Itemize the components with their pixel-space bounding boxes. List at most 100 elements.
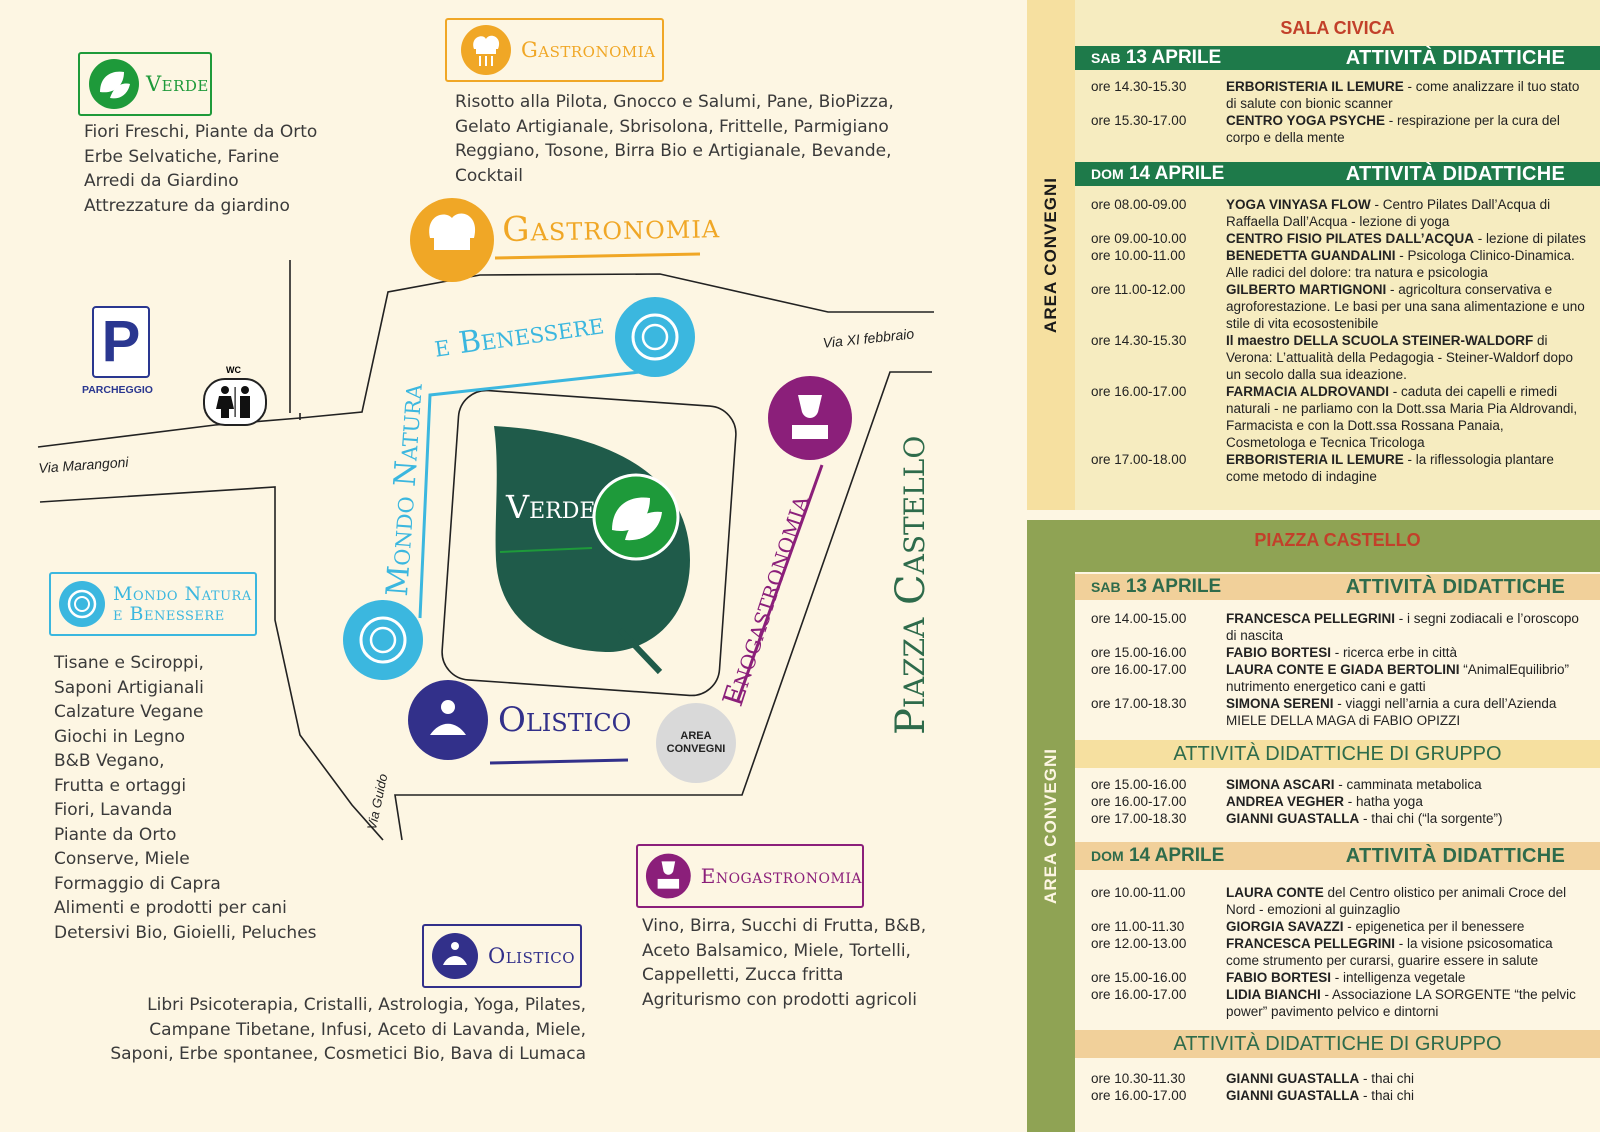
schedule-description: GIANNI GUASTALLA - thai chi (“la sorgent… <box>1226 810 1600 827</box>
piazza-castello-section: AREA CONVEGNI PIAZZA CASTELLO SAB 13 APR… <box>1027 520 1600 1132</box>
zone-label-gastronomia: Gastronomia <box>502 206 721 250</box>
schedule-time: ore 17.00-18.00 <box>1091 452 1187 467</box>
eno-products: Vino, Birra, Succhi di Frutta, B&B, Acet… <box>642 916 927 1010</box>
gastronomia-badge: Gastronomia <box>445 18 664 82</box>
schedule-speaker: FABIO BORTESI <box>1226 970 1332 985</box>
schedule-topic: - ricerca erbe in città <box>1331 645 1458 660</box>
schedule-description: SIMONA ASCARI - camminata metabolica <box>1226 776 1600 793</box>
sala-dom-date: 14 APRILE <box>1128 163 1225 184</box>
schedule-time: ore 15.00-16.00 <box>1091 645 1187 660</box>
schedule-description: LIDIA BIANCHI - Associazione LA SORGENTE… <box>1226 986 1600 1020</box>
schedule-description: FRANCESCA PELLEGRINI - i segni zodiacali… <box>1226 610 1600 644</box>
schedule-row: ore 16.00-17.00 LAURA CONTE E GIADA BERTO… <box>1075 661 1600 695</box>
schedule-row: ore 15.00-16.00 FABIO BORTESI - intellige… <box>1075 969 1600 986</box>
schedule-time: ore 16.00-17.00 <box>1091 987 1187 1002</box>
schedule-description: GIANNI GUASTALLA - thai chi <box>1226 1070 1600 1087</box>
schedule-speaker: GIANNI GUASTALLA <box>1226 811 1360 826</box>
schedule-description: ANDREA VEGHER - hatha yoga <box>1226 793 1600 810</box>
meditation-icon <box>432 933 478 979</box>
mondo-zone-circle-top <box>615 297 695 377</box>
schedule-topic: - thai chi <box>1359 1071 1415 1086</box>
restroom-icon <box>216 386 250 418</box>
schedule-row: ore 14.00-15.00 FRANCESCA PELLEGRINI - i … <box>1075 610 1600 644</box>
piazza-dom-date: 14 APRILE <box>1128 845 1225 866</box>
leaf-stem <box>617 627 663 675</box>
sala-dom-heading: ATTIVITÀ DIDATTICHE <box>1345 162 1566 185</box>
schedule-topic: di Verona: L’attualità della Pedagogia -… <box>1226 333 1573 382</box>
verde-badge-label: Verde <box>146 72 209 96</box>
eno-badge-label: Enogastronomia <box>700 864 862 888</box>
verde-products: Fiori Freschi, Piante da Orto Erbe Selva… <box>84 122 318 216</box>
eno-badge: Enogastronomia <box>636 844 864 908</box>
schedule-topic: - camminata metabolica <box>1334 777 1482 792</box>
parking-sign: P <box>92 306 150 378</box>
schedule-time: ore 11.00-11.30 <box>1091 919 1185 934</box>
piazza-title-band <box>1075 520 1600 572</box>
schedule-speaker: FARMACIA ALDROVANDI <box>1226 384 1389 399</box>
schedule-time: ore 15.00-16.00 <box>1091 777 1187 792</box>
schedule-time: ore 16.00-17.00 <box>1091 662 1187 677</box>
schedule-description: LAURA CONTE E GIADA BERTOLINI “AnimalEqu… <box>1226 661 1600 695</box>
parking-icon: P <box>101 309 141 374</box>
area-convegni-line1: AREA <box>680 730 712 742</box>
schedule-description: ERBORISTERIA IL LEMURE - la riflessologi… <box>1226 451 1600 485</box>
sala-civica-title: SALA CIVICA <box>1280 18 1395 38</box>
sala-dom-day: DOM <box>1091 166 1124 182</box>
schedule-time: ore 15.00-16.00 <box>1091 970 1187 985</box>
schedule-speaker: GIANNI GUASTALLA <box>1226 1071 1360 1086</box>
schedule-time: ore 08.00-09.00 <box>1091 197 1187 212</box>
mondo-zone-circle-bottom <box>343 600 423 680</box>
schedule-speaker: LIDIA BIANCHI <box>1226 987 1321 1002</box>
schedule-topic: - hatha yoga <box>1344 794 1423 809</box>
schedule-speaker: GIANNI GUASTALLA <box>1226 1088 1360 1103</box>
schedule-speaker: Il maestro DELLA SCUOLA STEINER-WALDORF <box>1226 333 1534 348</box>
schedule-description: LAURA CONTE del Centro olistico per anim… <box>1226 884 1600 918</box>
piazza-sab-heading: ATTIVITÀ DIDATTICHE <box>1345 575 1566 598</box>
chef-hat-icon <box>461 25 511 75</box>
sala-sab-day: SAB <box>1091 50 1121 66</box>
schedule-speaker: GILBERTO MARTIGNONI <box>1226 282 1387 297</box>
schedule-topic: - agricoltura conservativa e agroforesta… <box>1226 282 1585 331</box>
schedule-speaker: CENTRO YOGA PSYCHE <box>1226 113 1386 128</box>
schedule-time: ore 14.30-15.30 <box>1091 333 1187 348</box>
mondo-products: Tisane e Sciroppi, Saponi Artigianali Ca… <box>54 653 317 943</box>
zone-label-verde: Verde <box>506 488 596 526</box>
inner-block <box>441 389 737 697</box>
piazza-dom-heading: ATTIVITÀ DIDATTICHE <box>1345 844 1566 867</box>
schedule-topic: “AnimalEquilibrio” nutrimento energetico… <box>1226 662 1570 694</box>
piazza-sab-header: SAB 13 APRILE ATTIVITÀ DIDATTICHE <box>1075 574 1600 600</box>
street-line <box>39 486 384 841</box>
area-convegni-vertical-text: AREA CONVEGNI <box>1041 177 1060 333</box>
schedule-row: ore 15.00-16.00 SIMONA ASCARI - camminata… <box>1075 776 1600 793</box>
schedule-topic: - i segni zodiacali e l’oroscopo di nasc… <box>1226 611 1579 643</box>
area-convegni-label: AREA CONVEGNI <box>656 730 736 756</box>
sala-dom-header: DOM 14 APRILE ATTIVITÀ DIDATTICHE <box>1075 162 1600 186</box>
schedule-description: FABIO BORTESI - intelligenza vegetale <box>1226 969 1600 986</box>
piazza-sab-group-header: ATTIVITÀ DIDATTICHE DI GRUPPO <box>1075 740 1600 768</box>
schedule-description: FABIO BORTESI - ricerca erbe in città <box>1226 644 1600 661</box>
map-graphic <box>37 198 934 841</box>
schedule-speaker: FRANCESCA PELLEGRINI <box>1226 611 1396 626</box>
schedule-topic: - la visione psicosomatica come strument… <box>1226 936 1553 968</box>
schedule-topic: - Centro Pilates Dall’Acqua di Raffaella… <box>1226 197 1551 229</box>
schedule-speaker: CENTRO FISIO PILATES DALL’ACQUA <box>1226 231 1475 246</box>
piazza-sab-day: SAB <box>1091 579 1121 595</box>
schedule-topic: - thai chi <box>1359 1088 1415 1103</box>
sala-civica-section: AREA CONVEGNI SALA CIVICA SAB 13 APRILE … <box>1027 0 1600 510</box>
mondo-badge-label-1: Mondo Natura <box>113 583 252 605</box>
verde-badge: Verde <box>78 52 212 116</box>
schedule-topic: - viaggi nell’arnia a cura dell’Azienda … <box>1226 696 1557 728</box>
schedule-description: FRANCESCA PELLEGRINI - la visione psicos… <box>1226 935 1600 969</box>
olistico-badge: Olistico <box>422 924 582 988</box>
leaf-icon <box>89 59 139 109</box>
schedule-time: ore 14.00-15.00 <box>1091 611 1187 626</box>
schedule-description: CENTRO YOGA PSYCHE - respirazione per la… <box>1226 112 1600 146</box>
area-convegni-vertical-2: AREA CONVEGNI <box>1027 520 1075 1132</box>
